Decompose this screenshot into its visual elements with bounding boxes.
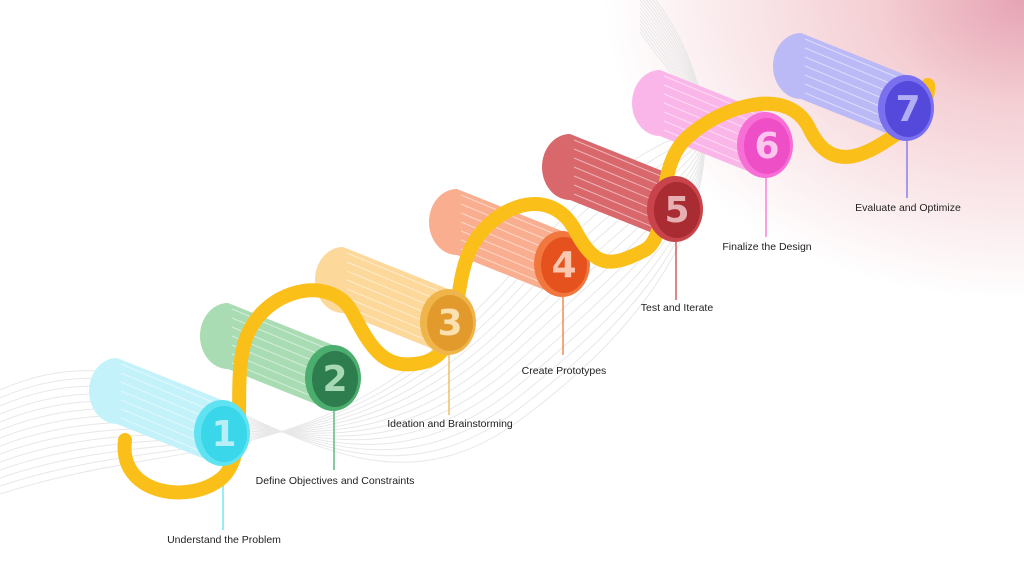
step-4-label: Create Prototypes bbox=[521, 365, 607, 377]
step-number: 5 bbox=[664, 190, 689, 231]
cylinder-body bbox=[89, 358, 222, 466]
step-number: 7 bbox=[895, 89, 920, 130]
step-number: 3 bbox=[437, 303, 462, 344]
step-7-face: 7 bbox=[878, 75, 934, 141]
step-4-cylinder: 4 bbox=[429, 189, 590, 355]
cylinder-stripe bbox=[231, 308, 334, 352]
cylinder-stripe bbox=[573, 139, 676, 183]
step-5-face: 5 bbox=[647, 176, 703, 242]
cylinder-face bbox=[885, 81, 931, 137]
yellow-ribbon bbox=[117, 78, 936, 500]
cylinder-face bbox=[541, 237, 587, 293]
step-3-cylinder bbox=[315, 247, 450, 415]
cylinder-stripe bbox=[346, 252, 449, 296]
cylinder-body bbox=[200, 303, 333, 411]
cylinder-face bbox=[427, 295, 473, 351]
step-number: 6 bbox=[754, 126, 779, 167]
step-3-face: 3 bbox=[420, 289, 476, 355]
step-2-cylinder: 2 bbox=[200, 303, 361, 470]
step-number: 1 bbox=[211, 414, 236, 455]
cylinder-body bbox=[773, 33, 906, 141]
step-3-label: Ideation and Brainstorming bbox=[387, 418, 513, 430]
step-7-label: Evaluate and Optimize bbox=[855, 202, 961, 214]
step-5-label: Test and Iterate bbox=[640, 302, 714, 314]
cylinder-body bbox=[542, 134, 675, 242]
step-6-label: Finalize the Design bbox=[722, 241, 812, 253]
cylinder-face bbox=[201, 406, 247, 462]
cylinder-face bbox=[654, 182, 700, 238]
step-1-label: Understand the Problem bbox=[167, 534, 281, 546]
cylinder-face bbox=[312, 351, 358, 407]
step-number: 2 bbox=[322, 359, 347, 400]
step-number: 4 bbox=[551, 245, 576, 286]
step-2-label: Define Objectives and Constraints bbox=[255, 475, 415, 487]
cylinder-stripe bbox=[804, 38, 907, 82]
cylinder-face bbox=[744, 118, 790, 174]
cylinder-stripe bbox=[120, 363, 223, 407]
step-1-face: 1 bbox=[194, 400, 250, 466]
cylinder-body bbox=[315, 247, 448, 355]
cylinder-body bbox=[429, 189, 562, 297]
